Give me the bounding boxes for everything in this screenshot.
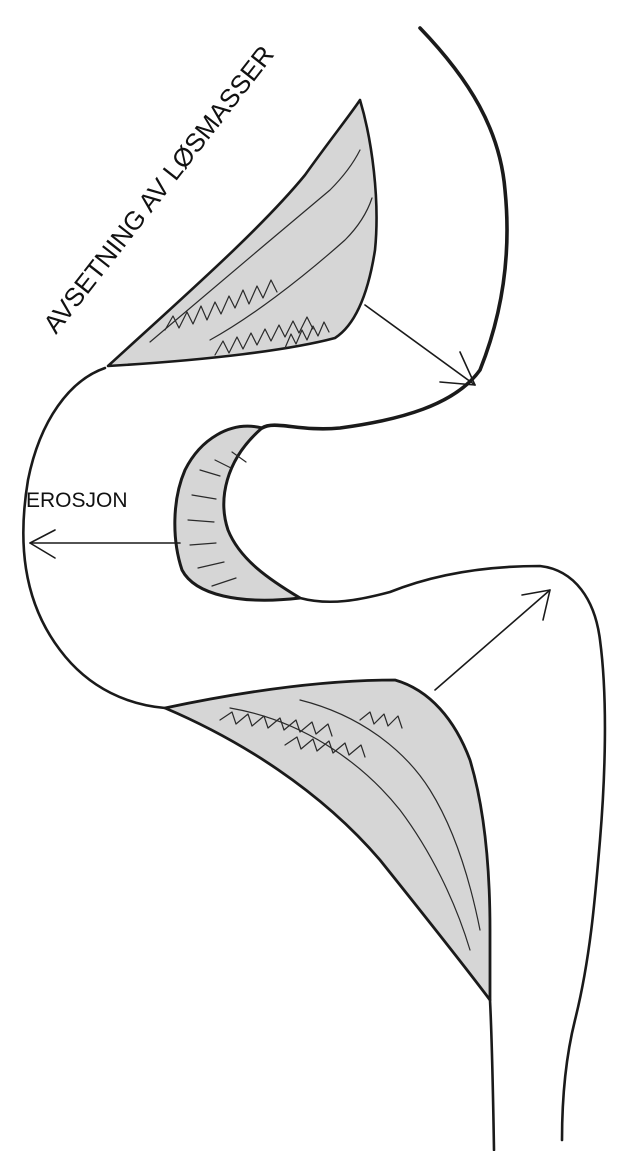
- erosion-arrow-head: [30, 530, 55, 558]
- river-left-bank: [23, 368, 165, 708]
- lower-point-bar: [165, 680, 490, 1000]
- upper-point-bar: [108, 100, 377, 366]
- river-left-bank-lower: [490, 1000, 494, 1150]
- upper-deposition-arrow: [365, 305, 475, 385]
- erosion-label: EROSJON: [26, 489, 128, 512]
- lower-deposition-arrow: [435, 590, 550, 690]
- middle-cut-bank: [175, 426, 300, 600]
